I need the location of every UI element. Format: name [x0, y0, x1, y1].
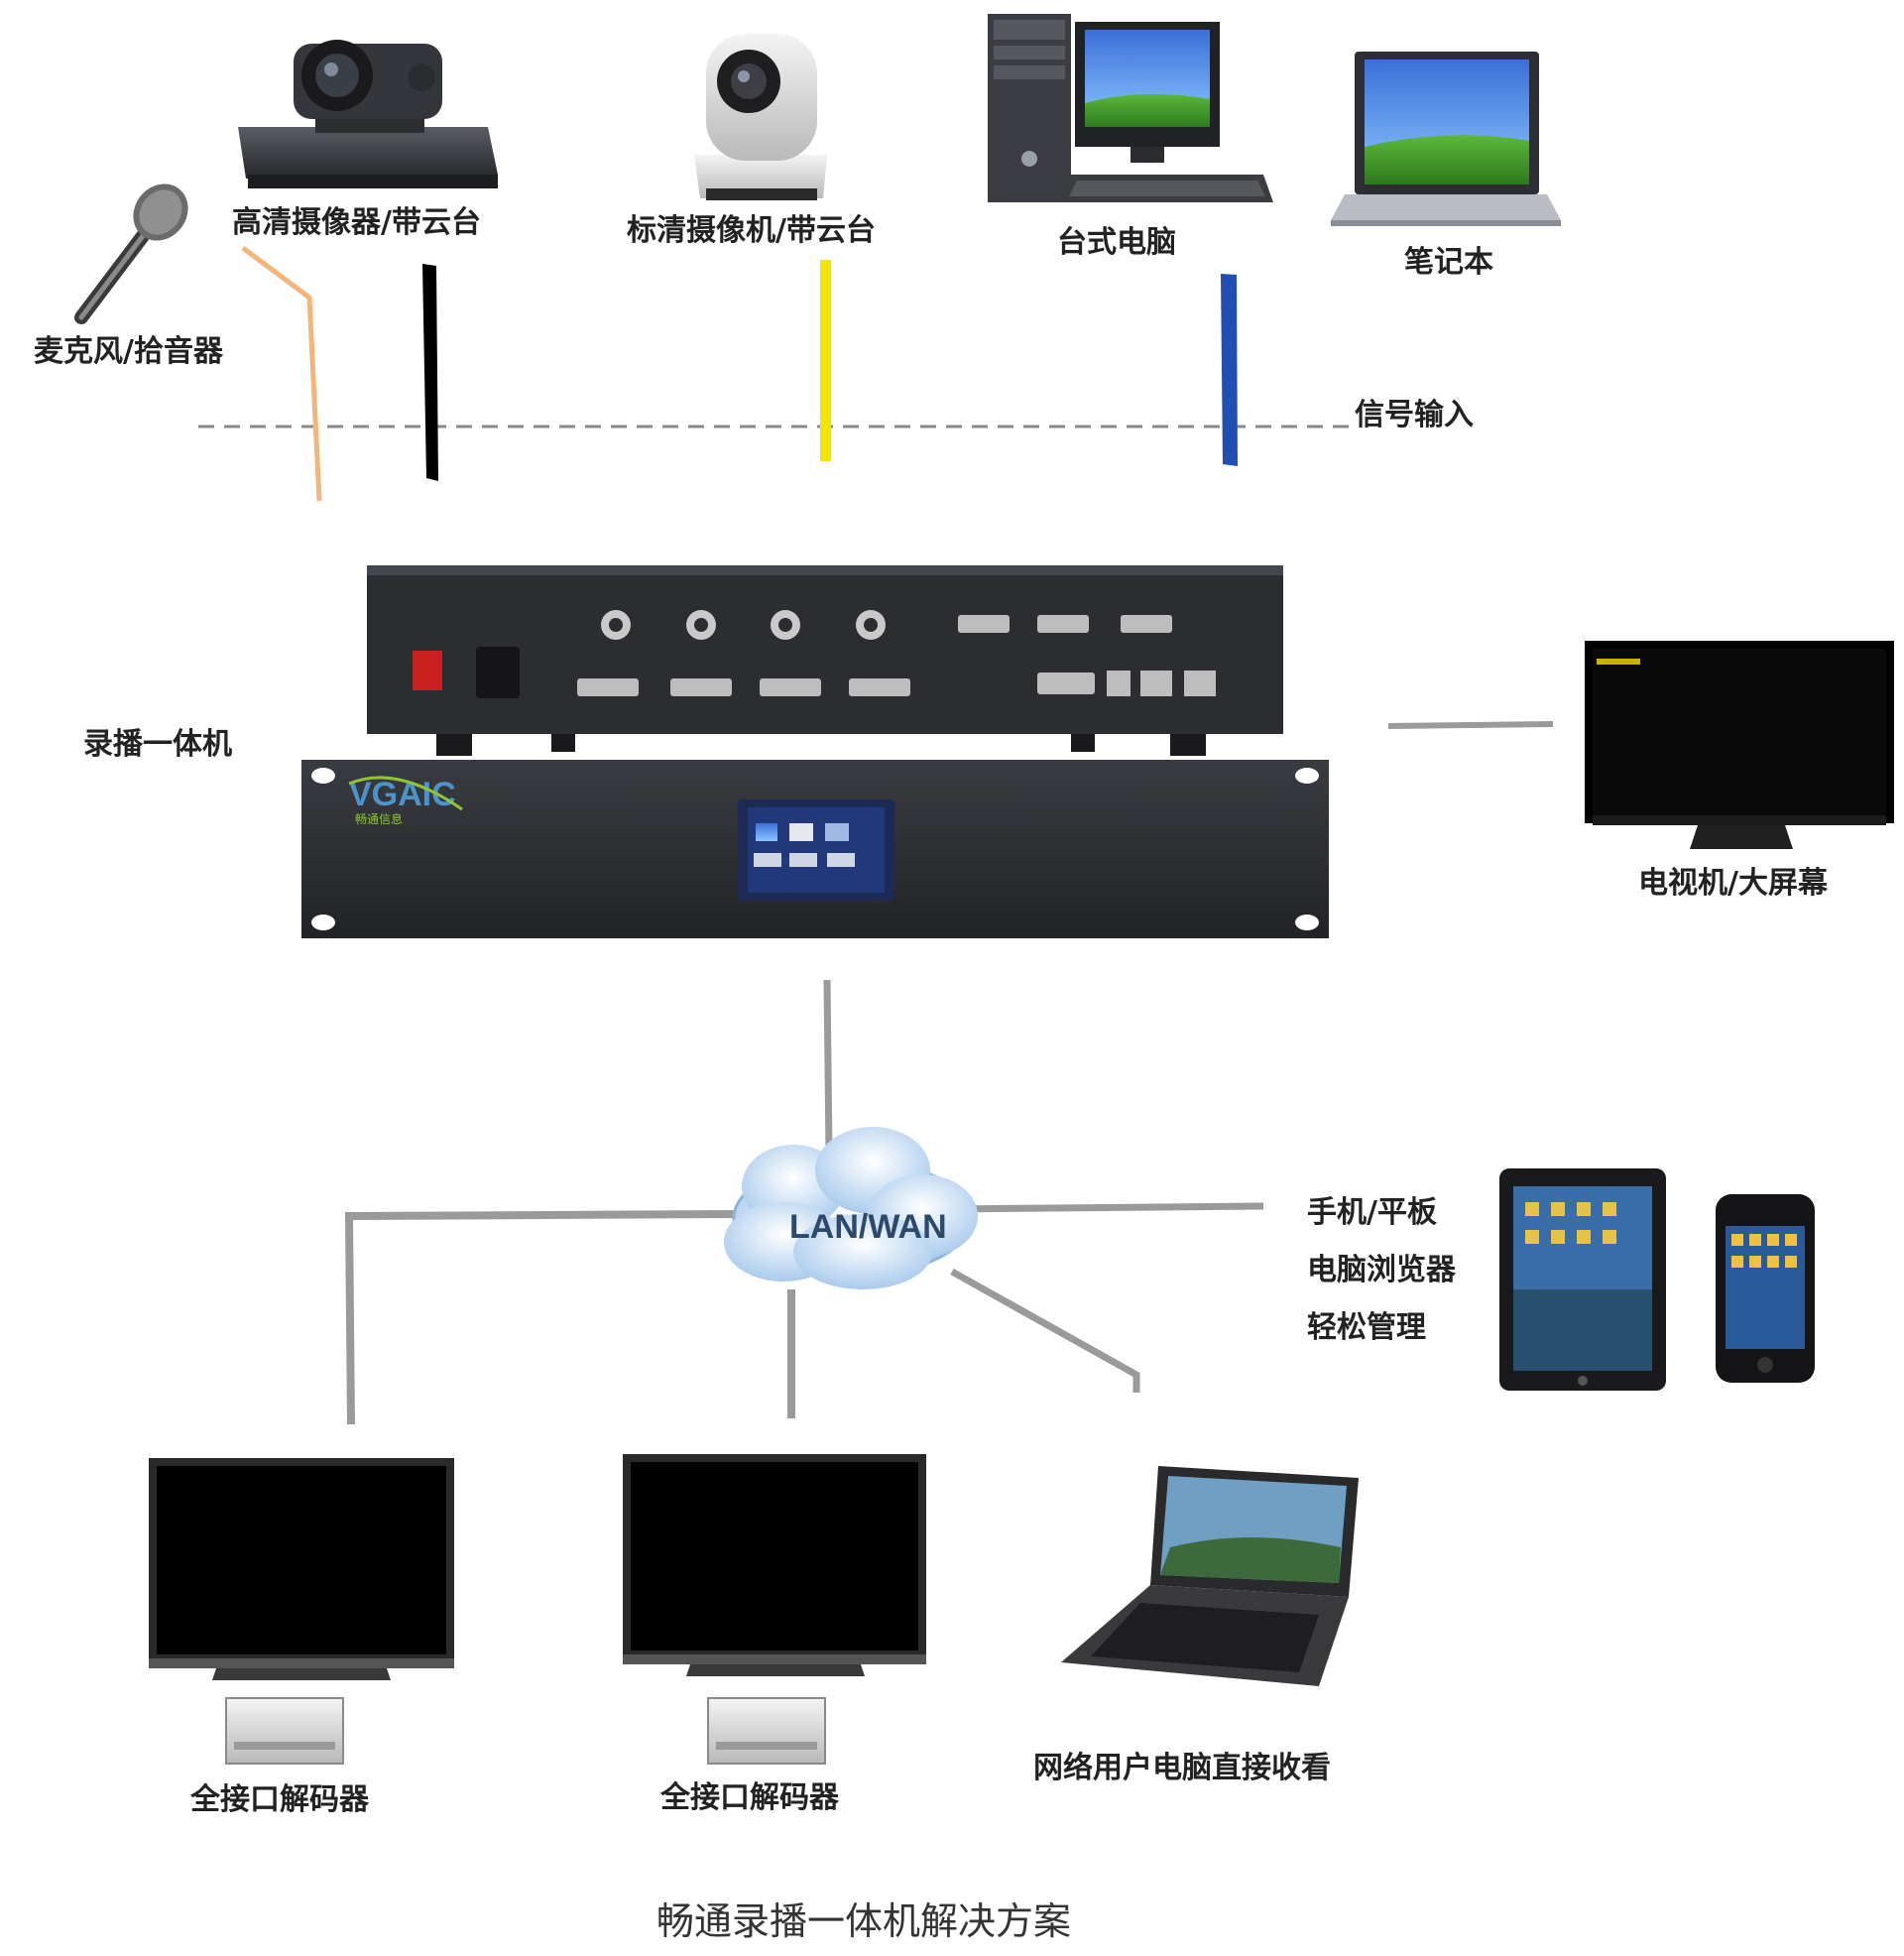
recorder-to-cloud-line	[823, 979, 833, 1154]
tablet-icon	[1499, 1168, 1666, 1391]
brand-logo-subtext: 畅通信息	[355, 811, 403, 826]
decoder2-box-icon	[707, 1697, 826, 1765]
recorder-label: 录播一体机	[83, 727, 232, 762]
laptop-icon	[1331, 52, 1561, 226]
diagram-caption: 畅通录播一体机解决方案	[656, 1899, 1072, 1943]
phone-icon	[1716, 1194, 1815, 1383]
decoder1-monitor-icon	[149, 1458, 454, 1680]
cloud-to-decoder1-line	[344, 1210, 739, 1425]
laptop-label: 笔记本	[1404, 245, 1493, 280]
sd-camera-label: 标清摄像机/带云台	[627, 213, 876, 248]
cloud-label: LAN/WAN	[789, 1208, 947, 1246]
decoder2-monitor-icon	[623, 1454, 926, 1676]
hd-camera-icon	[238, 40, 498, 188]
tv-label: 电视机/大屏幕	[1638, 866, 1828, 901]
recorder-front-panel: VGAIC 畅通信息	[301, 760, 1329, 938]
hd-camera-label: 高清摄像器/带云台	[232, 205, 481, 240]
decoder1-label: 全接口解码器	[190, 1782, 369, 1817]
decoder2-label: 全接口解码器	[660, 1780, 839, 1815]
cloud-to-mobile-line	[947, 1202, 1264, 1213]
network-user-laptop-icon	[1061, 1466, 1359, 1686]
desktop-computer-icon	[988, 14, 1273, 202]
signal-input-label: 信号输入	[1355, 398, 1474, 432]
mic-cable	[241, 245, 322, 502]
hd-camera-cable	[422, 264, 438, 481]
recorder-back-panel	[367, 565, 1283, 756]
mobile-label-line1: 手机/平板	[1307, 1195, 1437, 1230]
sd-camera-cable	[820, 260, 831, 461]
network-user-label: 网络用户电脑直接收看	[1033, 1751, 1331, 1785]
desktop-label: 台式电脑	[1057, 225, 1176, 260]
mobile-label-line2: 电脑浏览器	[1307, 1253, 1456, 1287]
tv-screen-icon	[1585, 641, 1894, 849]
microphone-icon	[74, 183, 188, 324]
cloud-to-network-user-line	[950, 1268, 1140, 1393]
decoder1-box-icon	[225, 1697, 344, 1765]
desktop-cable	[1221, 274, 1238, 466]
recorder-to-tv-line	[1387, 721, 1554, 729]
lan-wan-cloud-icon: LAN/WAN	[724, 1127, 978, 1289]
microphone-label: 麦克风/拾音器	[34, 334, 223, 369]
mobile-label-line3: 轻松管理	[1307, 1310, 1426, 1345]
sd-camera-icon	[694, 34, 827, 200]
